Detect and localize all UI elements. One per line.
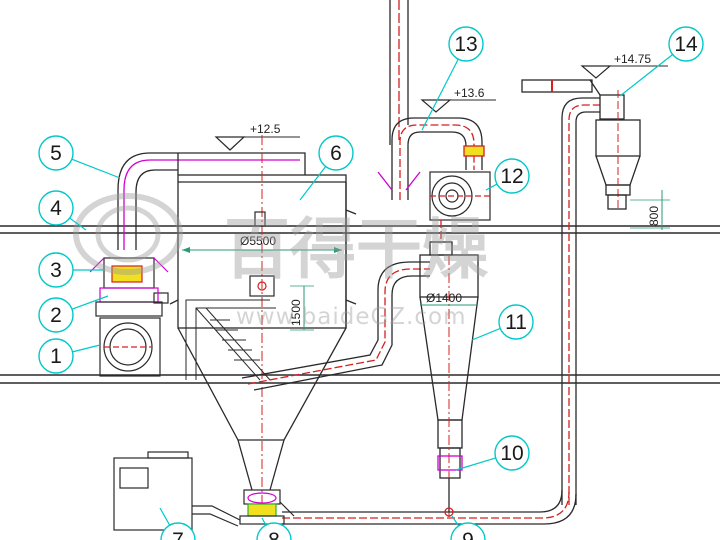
callout-number: 13: [454, 33, 477, 56]
callout-8: 8: [256, 517, 292, 540]
feed-tank: [113, 451, 241, 531]
callout-leader: [421, 58, 459, 131]
callout-circle: [256, 522, 292, 540]
callout-leader: [471, 327, 501, 341]
callout-circle: [450, 522, 486, 540]
elevation-duct-top: +13.6: [420, 86, 496, 113]
callout-number: 11: [505, 311, 527, 334]
callout-circle: [668, 26, 704, 62]
callout-number: 7: [172, 529, 184, 540]
callout-number: 5: [50, 142, 62, 165]
bag-filter-offset-dimension: 800: [630, 190, 670, 230]
elevation-label-bag-filter: +14.75: [614, 52, 651, 66]
callout-leader: [69, 217, 87, 231]
callout-number: 1: [50, 345, 62, 368]
callout-leader: [71, 158, 121, 179]
callout-circle: [38, 252, 74, 288]
watermark-url-text: www.baideGZ.com: [236, 304, 466, 330]
callout-number: 3: [50, 259, 62, 282]
bottom-conveying-pipe: [282, 478, 577, 525]
callout-number: 8: [268, 529, 280, 540]
callout-circle: [38, 297, 74, 333]
callout-6: 6: [299, 135, 354, 201]
callout-leader: [159, 507, 171, 526]
callout-number: 6: [330, 142, 342, 165]
exhaust-stack: [389, 0, 409, 145]
bag-filter-offset-label: 800: [647, 206, 661, 226]
callout-4: 4: [38, 190, 87, 231]
callout-number: 9: [462, 529, 474, 540]
dryer-diameter-label: Ø5500: [240, 234, 276, 248]
watermark-logo-text: 百得干燥: [224, 211, 489, 288]
callout-number: 10: [500, 442, 523, 465]
callout-layer: 1234567891011121314: [38, 26, 704, 540]
callout-circle: [38, 190, 74, 226]
outlet-duct: [241, 261, 430, 391]
callout-number: 2: [50, 304, 62, 327]
callout-leader: [485, 183, 498, 191]
elevation-bag-filter: +14.75: [580, 52, 668, 79]
atomizer: [249, 211, 275, 297]
callout-circle: [498, 304, 534, 340]
callout-13: 13: [421, 26, 484, 131]
callout-7: 7: [159, 507, 196, 540]
callout-circle: [494, 158, 530, 194]
callout-2: 2: [38, 295, 109, 333]
callout-circle: [318, 135, 354, 171]
atomizer-height-dimension: 1500: [289, 285, 314, 331]
callout-leader: [299, 166, 327, 201]
callout-circle: [38, 338, 74, 374]
callout-circle: [38, 135, 74, 171]
callout-10: 10: [455, 435, 530, 471]
cyclone-diameter-dimension: Ø1400: [420, 291, 478, 306]
elevation-label-duct: +13.6: [454, 86, 485, 100]
hot-air-duct: [117, 152, 306, 250]
elevation-dryer-top: +12.5: [214, 122, 300, 151]
air-heater-fan-unit: [89, 257, 169, 377]
callout-9: 9: [450, 515, 486, 540]
callout-number: 14: [674, 33, 698, 56]
discharge-valve: [239, 489, 295, 525]
callout-leader: [619, 54, 674, 97]
floor-lines: [0, 225, 720, 384]
cyclone-separator: [419, 220, 479, 520]
callout-12: 12: [485, 158, 530, 194]
elevation-label-dryer: +12.5: [250, 122, 281, 136]
callout-circle: [160, 522, 196, 540]
callout-leader: [261, 517, 267, 526]
callout-leader: [72, 344, 101, 353]
callout-circle: [448, 26, 484, 62]
callout-leader: [451, 515, 460, 527]
callout-11: 11: [471, 304, 534, 341]
callout-circle: [494, 435, 530, 471]
watermark: 百得干燥 www.baideGZ.com: [73, 193, 489, 330]
callout-1: 1: [38, 338, 101, 374]
callout-number: 12: [500, 165, 523, 188]
callout-5: 5: [38, 135, 121, 179]
callout-leader: [455, 457, 496, 471]
exhaust-loop-duct: [377, 117, 485, 200]
callout-3: 3: [38, 252, 104, 288]
callout-leader: [71, 295, 109, 310]
callout-number: 4: [50, 197, 62, 220]
staircase: [185, 299, 276, 381]
cyclone-diameter-label: Ø1400: [426, 291, 462, 305]
atomizer-height-label: 1500: [289, 299, 303, 326]
callout-14: 14: [619, 26, 704, 97]
dryer-diameter-dimension: Ø5500: [182, 234, 342, 253]
induced-draft-fan: [429, 171, 491, 221]
bag-filter-line: [521, 79, 641, 505]
